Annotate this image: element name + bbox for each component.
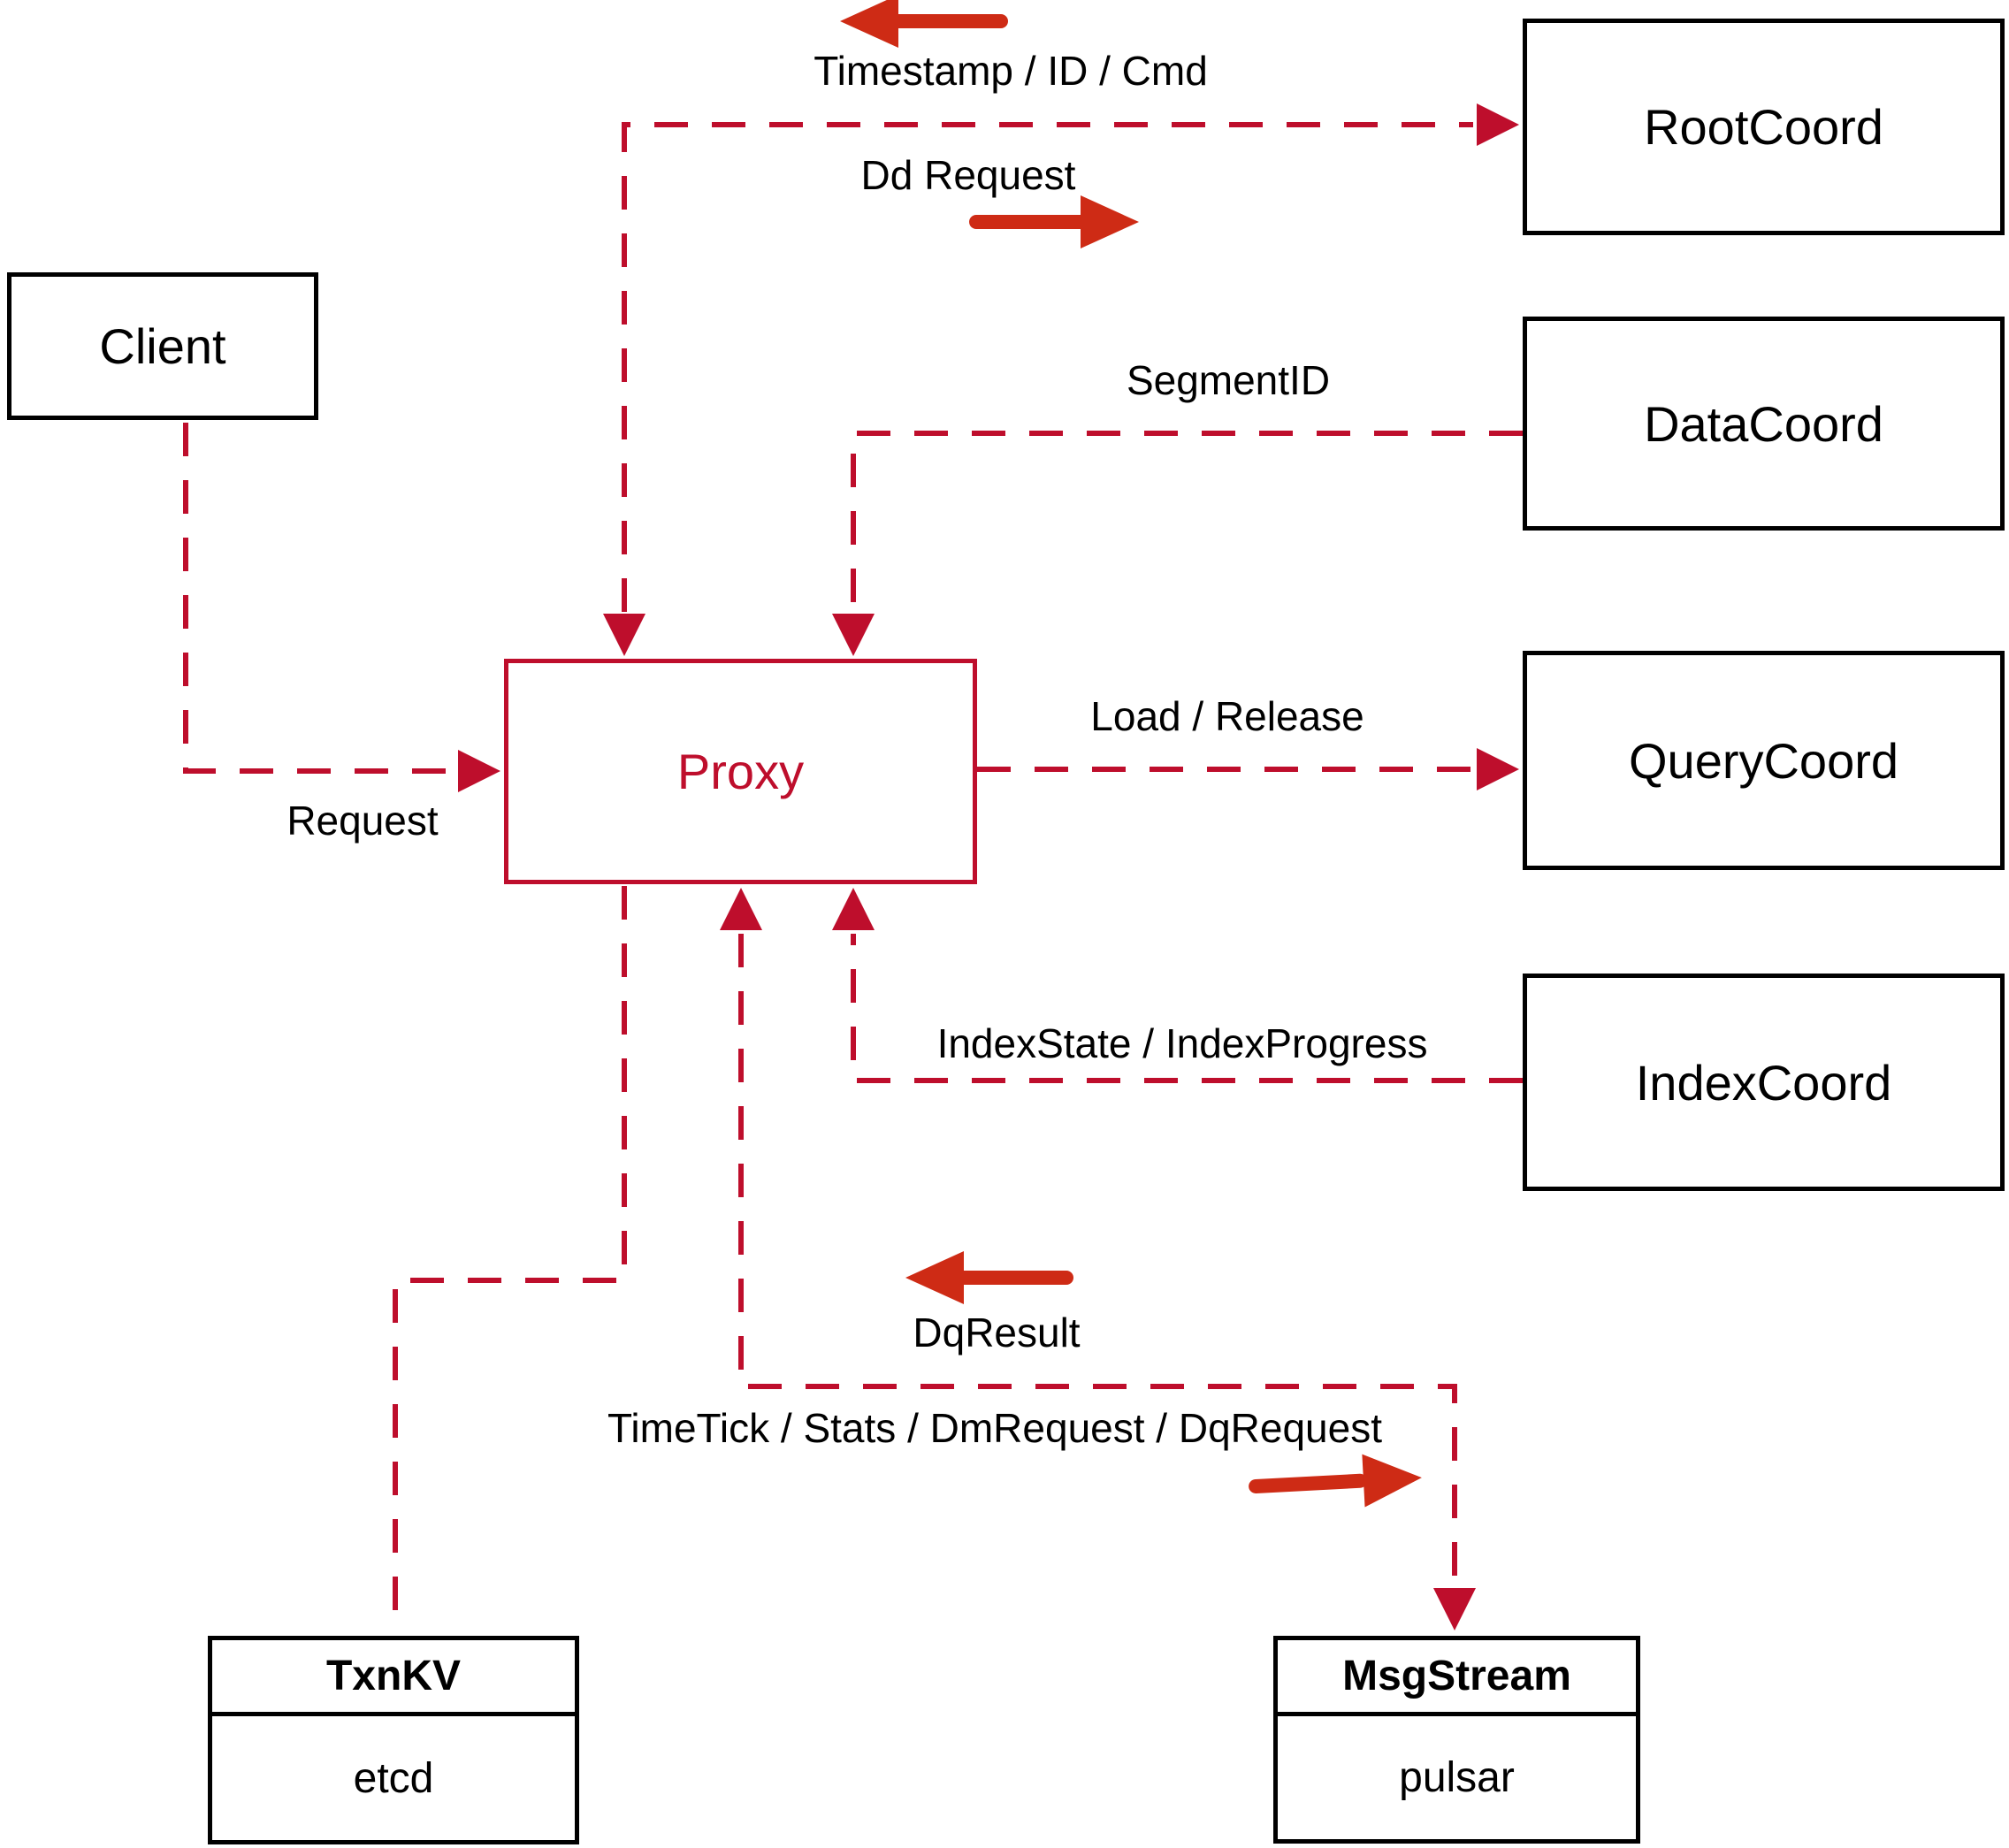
arrowhead-into-msgstream [1433, 1588, 1476, 1630]
node-title: MsgStream [1278, 1640, 1636, 1716]
timestamp-return-arrow-icon [840, 0, 1008, 48]
node-impl: etcd [353, 1754, 434, 1802]
node-title: TxnKV [212, 1640, 575, 1716]
edge-label-timestamp-id-cmd: Timestamp / ID / Cmd [814, 48, 1208, 94]
node-querycoord: QueryCoord [1523, 651, 2005, 870]
node-label: DataCoord [1644, 395, 1883, 452]
edge-indexcoord-proxy [851, 934, 1523, 1083]
dd-request-arrow-icon [969, 195, 1139, 248]
arrowhead-into-proxy-bottom-right [832, 888, 875, 930]
timetick-send-arrow-icon [1249, 1454, 1422, 1508]
node-client: Client [7, 272, 318, 420]
node-label: IndexCoord [1635, 1054, 1892, 1111]
edge-client-proxy [183, 423, 453, 774]
node-rootcoord: RootCoord [1523, 19, 2005, 235]
node-label: RootCoord [1644, 99, 1883, 155]
edge-proxy-rootcoord [622, 122, 1473, 612]
node-label: QueryCoord [1628, 732, 1899, 789]
edge-label-request: Request [286, 798, 439, 844]
node-indexcoord: IndexCoord [1523, 974, 2005, 1191]
dq-result-return-arrow-icon [905, 1251, 1073, 1304]
edge-label-load-release: Load / Release [1090, 693, 1364, 739]
node-proxy: Proxy [504, 659, 977, 884]
node-label: Client [99, 318, 226, 374]
arrowhead-into-rootcoord [1477, 103, 1519, 146]
node-impl: pulsar [1399, 1754, 1515, 1801]
arrowhead-into-proxy-top-right [832, 614, 875, 656]
node-datacoord: DataCoord [1523, 317, 2005, 531]
arrowhead-into-proxy-left [458, 750, 500, 792]
edge-label-timetick: TimeTick / Stats / DmRequest / DqRequest [607, 1405, 1382, 1451]
node-label: Proxy [676, 744, 805, 799]
edge-label-indexstate-indexprogress: IndexState / IndexProgress [936, 1020, 1428, 1066]
edge-label-segmentid: SegmentID [1126, 357, 1331, 403]
arrowhead-into-querycoord [1477, 748, 1519, 790]
edge-datacoord-proxy [851, 431, 1523, 612]
node-txnkv: TxnKV etcd [208, 1636, 579, 1844]
arrowhead-into-proxy-top-left [603, 614, 645, 656]
edge-proxy-msgstream [738, 934, 1457, 1585]
edge-label-dd-request: Dd Request [860, 152, 1076, 198]
edge-proxy-txnkv [393, 886, 627, 1631]
arrowhead-into-proxy-bottom-middle [720, 888, 762, 930]
node-msgstream: MsgStream pulsar [1273, 1636, 1640, 1844]
edge-label-dqresult: DqResult [913, 1310, 1081, 1355]
